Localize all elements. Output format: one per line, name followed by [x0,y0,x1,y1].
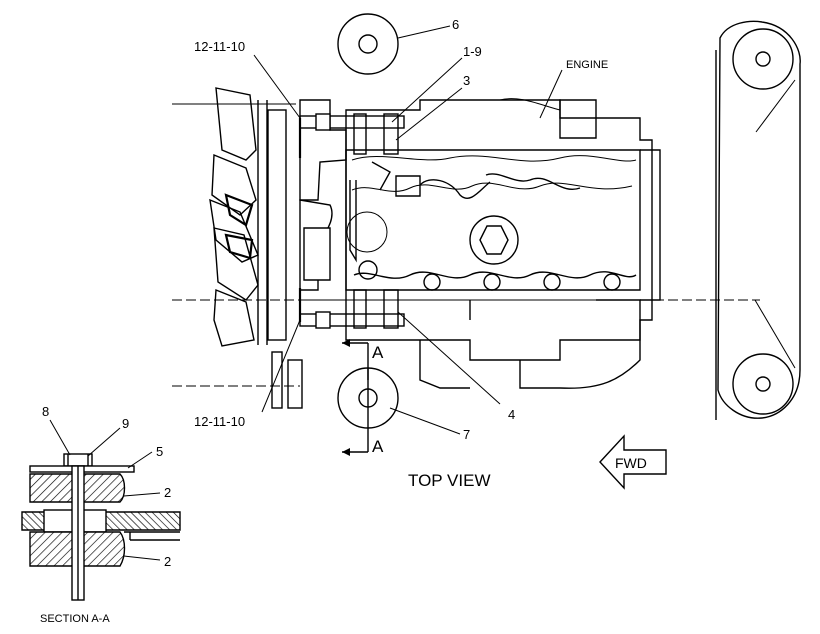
callout-8: 8 [42,404,49,419]
engine-block [299,98,661,389]
section-title: SECTION A-A [40,613,110,625]
callout-4: 4 [508,407,515,422]
callout-2-upper: 2 [164,485,171,500]
section-marker-top: A [372,343,384,362]
callout-6: 6 [452,17,459,32]
callout-1-9: 1-9 [463,44,482,59]
rear-support-link [715,20,801,420]
engine-label: ENGINE [566,59,608,71]
callout-ref-bottom: 12-11-10 [194,414,245,429]
front-mount-brackets [271,113,405,409]
view-title: TOP VIEW [408,471,491,490]
callout-7: 7 [463,427,470,442]
callout-ref-top: 12-11-10 [194,39,245,54]
part-6-mount: 6 [337,13,459,75]
section-a-a-detail: 8 9 5 2 2 SECTION A-A [21,404,181,625]
section-marker-bottom: A [372,437,384,456]
callout-5: 5 [156,444,163,459]
callout-2-lower: 2 [164,554,171,569]
forward-arrow: FWD [599,434,667,490]
fan-assembly [209,87,287,347]
callout-9: 9 [122,416,129,431]
callouts: 12-11-10 1-9 3 ENGINE 4 12-11-10 [194,39,608,429]
forward-label: FWD [615,455,647,471]
part-7-mount: 7 A A [337,339,470,456]
callout-3: 3 [463,73,470,88]
